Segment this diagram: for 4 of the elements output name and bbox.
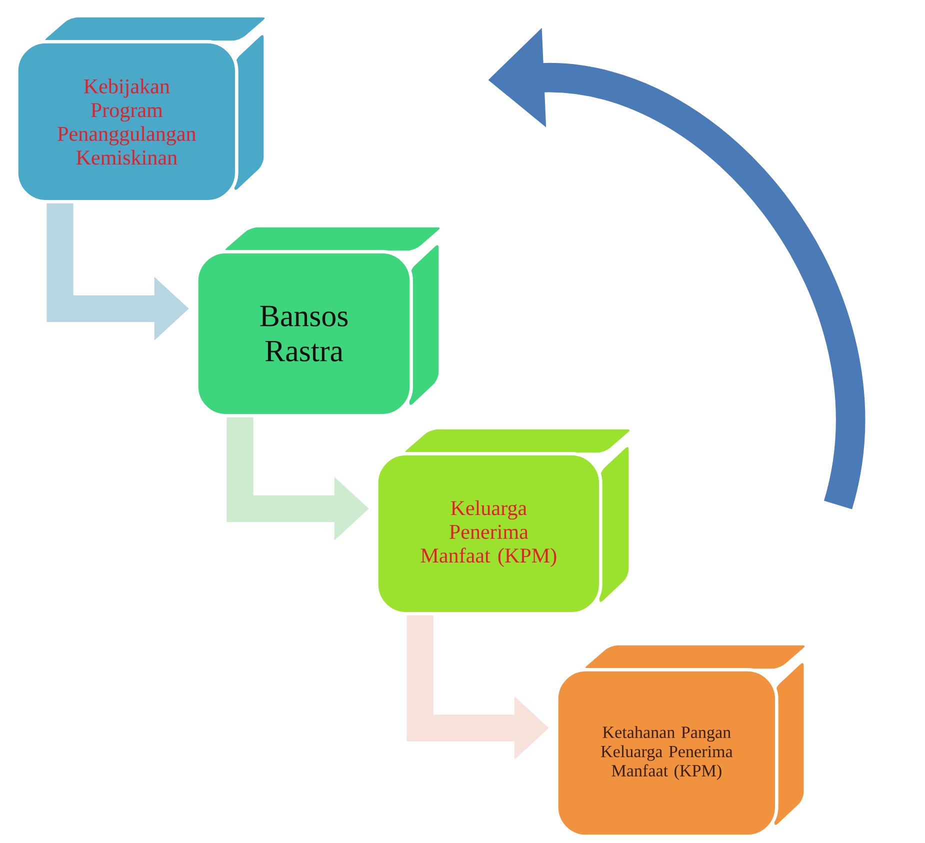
cube-box: Bansos Rastra xyxy=(195,224,442,418)
cube-box: Kebijakan Program Penanggulangan Kemiskinan xyxy=(15,14,268,204)
cube-box: Keluarga Penerima Manfaat (KPM) xyxy=(375,426,632,616)
cube-box: Ketahanan Pangan Keluarga Penerima Manfaat (KPM) xyxy=(555,642,808,838)
